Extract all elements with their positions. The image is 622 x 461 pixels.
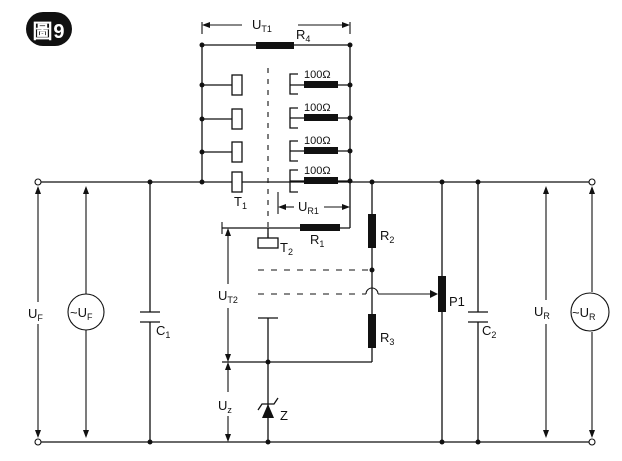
uf-label: UF: [28, 306, 43, 323]
p1-label: P1: [449, 294, 465, 309]
ut1-label: UT1: [252, 17, 272, 34]
ohm-label-2: 100Ω: [304, 102, 331, 114]
r2-label: R2: [380, 228, 394, 245]
ur-source-label: ~UR: [572, 305, 596, 322]
t1-label: T1: [234, 194, 247, 211]
t1-transistor-array: [199, 74, 243, 193]
ut2-dimension-arrow: [221, 222, 231, 362]
t2-transistor: [257, 237, 279, 249]
ohm-label-4: 100Ω: [304, 165, 331, 177]
input-terminal-top: [34, 178, 42, 186]
ur-label: UR: [534, 304, 550, 321]
uf-source-dimension: [83, 186, 89, 438]
ur1-dimension-arrow: [277, 192, 350, 214]
output-terminal-top: [588, 178, 596, 186]
ur1-label: UR1: [298, 199, 319, 216]
c2-label: C2: [482, 323, 496, 340]
uf-dimension-arrow: [35, 186, 41, 438]
c1-label: C1: [156, 323, 170, 340]
r1-label: R1: [310, 232, 324, 249]
r2-resistor: [368, 214, 376, 248]
r1-resistor: [300, 224, 340, 231]
uf-source-circle: [67, 293, 105, 331]
ohm-label-1: 100Ω: [304, 69, 331, 81]
emitter-resistors: [289, 73, 353, 193]
output-terminal-bottom: [588, 438, 596, 446]
ut1-dimension-arrow: [201, 22, 351, 34]
zener-diode-z: [257, 397, 279, 418]
bottom-rail: [34, 438, 596, 446]
ur-dimension-arrow: [543, 186, 549, 438]
ur-source-circle: [570, 292, 610, 332]
r4-label: R4: [296, 27, 310, 44]
uz-dimension-arrow: [225, 362, 231, 442]
z-label: Z: [280, 408, 288, 423]
ut2-label: UT2: [218, 288, 238, 305]
uf-source-label: ~UF: [70, 305, 93, 322]
input-terminal-bottom: [34, 438, 42, 446]
ohm-label-3: 100Ω: [304, 135, 331, 147]
p1-potentiometer: [438, 276, 446, 312]
r3-label: R3: [380, 330, 394, 347]
ur-source-dimension: [589, 186, 595, 438]
r3-resistor: [368, 314, 376, 348]
uz-label: Uz: [218, 398, 232, 415]
figure-number-badge: 圖9: [26, 12, 72, 46]
r4-resistor: [256, 42, 294, 49]
t2-label: T2: [280, 240, 293, 257]
